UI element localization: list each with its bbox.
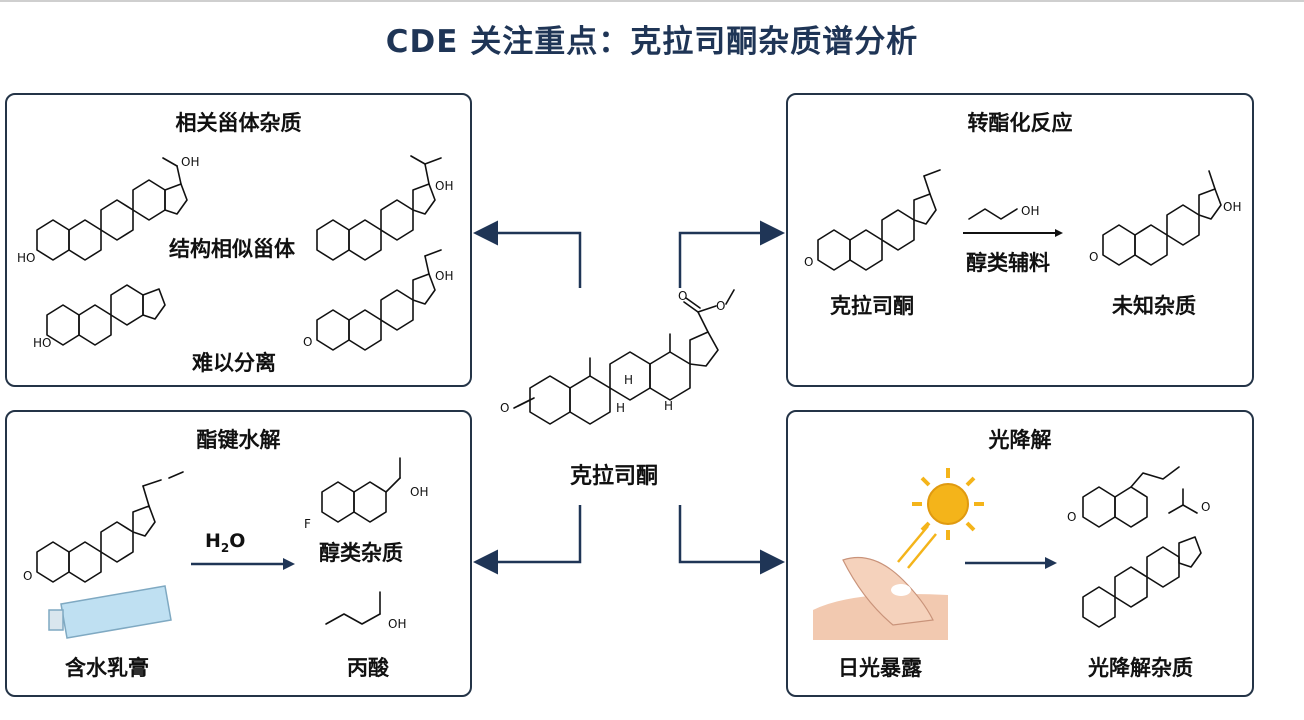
atom-label-oh: OH	[410, 485, 428, 499]
atom-label-ho: HO	[17, 251, 35, 265]
panel-steroid-impurities: 相关甾体杂质 OH HO OH 结构相似甾体 HO OH	[5, 93, 472, 387]
clascoterone-start-structure: O	[804, 169, 941, 271]
atom-label-o: O	[23, 569, 32, 583]
progesterone-like-structure: OH O	[303, 249, 453, 351]
clascoterone-structure: O O O H H H	[500, 289, 735, 425]
atom-label-o: O	[678, 289, 687, 303]
butanol-structure: OH	[963, 204, 1063, 237]
atom-label-h: H	[616, 401, 625, 415]
product-label: 未知杂质	[1112, 294, 1196, 318]
atom-label-o: O	[1089, 250, 1098, 264]
reagent-label: 醇类辅料	[966, 251, 1050, 275]
note-hard-to-separate: 难以分离	[192, 351, 276, 375]
atom-label-oh: OH	[1021, 204, 1039, 218]
start-compound-label: 克拉司酮	[830, 294, 914, 318]
steroid-diol-structure: HO	[33, 284, 166, 350]
photodegradation-impurity-structures: O O	[1067, 466, 1210, 628]
sunlight-exposure-label: 日光暴露	[838, 656, 922, 680]
panel-photodegradation: 光降解 日光暴露 O O 光降解杂质	[786, 410, 1254, 697]
photo-arrow	[965, 557, 1057, 569]
photo-impurity-label: 光降解杂质	[1088, 656, 1193, 680]
atom-label-f: F	[304, 517, 311, 531]
atom-label-h: H	[664, 399, 673, 413]
top-border-line	[0, 0, 1304, 2]
panel-title: 转酯化反应	[967, 111, 1073, 135]
panel-title: 相关甾体杂质	[175, 111, 302, 135]
cream-source-label: 含水乳膏	[65, 656, 149, 680]
atom-label-o: O	[716, 299, 725, 313]
steroid-acid-structure: OH HO	[17, 155, 199, 265]
hand-skin-icon	[813, 556, 948, 640]
arrow-to-hydrolysis	[473, 505, 582, 575]
atom-label-o: O	[1067, 510, 1076, 524]
atom-label-o: O	[1201, 500, 1210, 514]
panel-title: 光降解	[988, 428, 1052, 452]
alcohol-impurity-label: 醇类杂质	[319, 541, 403, 565]
steroid-ketone-structure: OH	[316, 155, 453, 261]
atom-label-oh: OH	[1223, 200, 1241, 214]
propionic-acid-label: 丙酸	[347, 656, 389, 680]
atom-label-o: O	[500, 401, 509, 415]
center-label: 克拉司酮	[570, 464, 659, 489]
atom-label-o: O	[303, 335, 312, 349]
hydrolysis-arrow	[191, 558, 295, 570]
alcohol-impurity-structure: OH F	[304, 457, 428, 531]
light-rays-icon	[897, 525, 937, 569]
clascoterone-hydrolysis-structure: O	[23, 471, 184, 583]
cream-tube-icon	[48, 585, 172, 639]
arrow-to-steroid	[473, 220, 582, 288]
water-label: H2O	[205, 530, 246, 555]
panel-transesterification: 转酯化反应 O 克拉司酮 OH 醇类辅料 OH O 未知杂质	[786, 93, 1254, 387]
atom-label-oh: OH	[435, 179, 453, 193]
propionic-acid-structure: OH	[325, 591, 406, 631]
atom-label-oh: OH	[388, 617, 406, 631]
atom-label-h: H	[624, 373, 633, 387]
atom-label-oh: OH	[181, 155, 199, 169]
page-title: CDE 关注重点：克拉司酮杂质谱分析	[385, 24, 919, 60]
atom-label-ho: HO	[33, 336, 51, 350]
atom-label-oh: OH	[435, 269, 453, 283]
unknown-impurity-structure: OH O	[1089, 170, 1241, 266]
arrow-to-photo	[678, 505, 785, 575]
note-similar-steroids: 结构相似甾体	[169, 237, 295, 261]
panel-title: 酯键水解	[196, 428, 281, 452]
panel-ester-hydrolysis: 酯键水解 O H2O OH F 醇类杂质 OH 丙酸 含水乳膏	[5, 410, 472, 697]
sun-icon	[912, 468, 984, 540]
arrow-to-transester	[678, 220, 785, 288]
atom-label-o: O	[804, 255, 813, 269]
